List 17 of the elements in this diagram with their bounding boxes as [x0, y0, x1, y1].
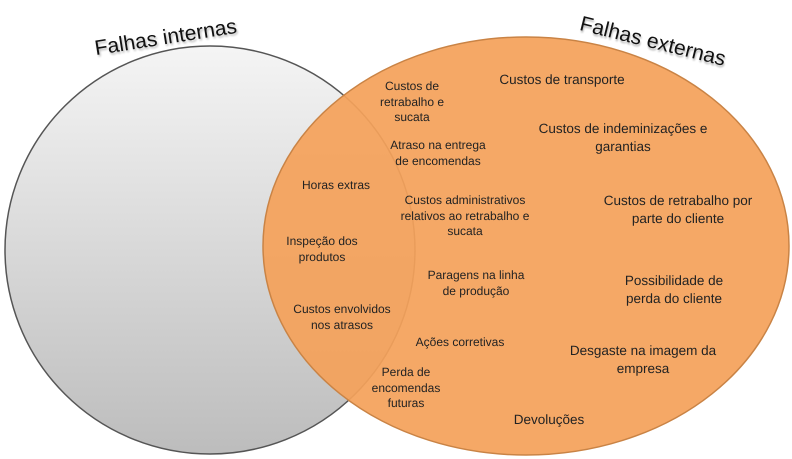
cost-item-text: Possibilidade de perda do cliente — [624, 272, 724, 308]
set-title: Falhas externas — [577, 12, 728, 72]
cost-item-text: Horas extras — [300, 178, 372, 194]
set-title: Falhas internas — [93, 14, 239, 62]
cost-item-text: Custos envolvidos nos atrasos — [292, 302, 392, 334]
cost-item-text: Custos de retrabalho e sucata — [378, 79, 446, 126]
cost-item-text: Custos administrativos relativos ao retrabalho e sucata — [400, 193, 530, 240]
cost-item-text: Paragens na linha de produção — [426, 268, 526, 300]
cost-item-text: Perda de encomendas futuras — [370, 365, 442, 412]
cost-item-text: Inspeção dos produtos — [285, 234, 359, 266]
cost-item-text: Custos de transporte — [498, 71, 626, 89]
cost-item-text: Desgaste na imagem da empresa — [568, 342, 718, 378]
cost-item-text: Ações corretivas — [414, 335, 506, 351]
cost-item-text: Atraso na entrega de encomendas — [389, 138, 487, 170]
cost-item-text: Devoluções — [512, 411, 586, 429]
cost-item-text: Custos de indeminizações e garantias — [538, 120, 708, 156]
cost-item-text: Custos de retrabalho por parte do cliente — [602, 192, 754, 228]
